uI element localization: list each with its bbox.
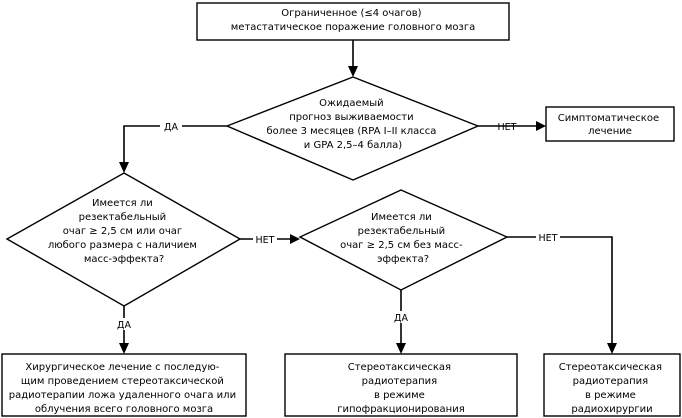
arrow-prognosis-to-symptomatic [478, 121, 546, 131]
surgery-node-text: Хирургическое лечение с последую- щим пр… [9, 362, 240, 415]
label-bg-yes-small-focus [390, 311, 412, 323]
label-bg-no-small-focus [536, 231, 560, 243]
arrow-start-to-prognosis [348, 40, 358, 77]
arrow-prognosis-to-resectable [119, 125, 227, 173]
label-yes-prognosis: ДА [164, 122, 178, 133]
label-no-prognosis: НЕТ [498, 122, 517, 133]
small-focus-decision-text: Имеется ли резектабельный очаг ≥ 2,5 см … [340, 212, 466, 265]
surgery-node: Хирургическое лечение с последую- щим пр… [1, 353, 247, 417]
prognosis-decision-text: Ожидаемый прогноз выживаемости более 3 м… [266, 98, 439, 151]
start-node-text: Ограниченное (≤4 очагов) метастатическое… [231, 8, 475, 33]
hypofractionation-srt-text: Стереотаксическая радиотерапия в режиме … [337, 362, 464, 415]
resectable-focus-decision-text: Имеется ли резектабельный очаг ≥ 2,5 см … [48, 198, 200, 265]
label-no-small-focus: НЕТ [539, 233, 558, 244]
resectable-focus-decision: Имеется ли резектабельный очаг ≥ 2,5 см … [5, 172, 242, 307]
connectors: НЕТ ДА НЕТ ДА ДА [113, 40, 617, 354]
radiosurgery-srt-node: Стереотаксическая радиотерапия в режиме … [543, 353, 681, 417]
hypofractionation-srt-node: Стереотаксическая радиотерапия в режиме … [284, 353, 518, 417]
symptomatic-treatment-node: Симптоматическое лечение [545, 106, 675, 142]
radiosurgery-srt-text: Стереотаксическая радиотерапия в режиме … [559, 362, 666, 415]
small-focus-decision: Имеется ли резектабельный очаг ≥ 2,5 см … [298, 189, 509, 291]
label-yes-small-focus: ДА [394, 313, 408, 324]
label-bg-no-resectable [253, 233, 277, 245]
label-yes-resectable: ДА [117, 320, 131, 331]
arrow-small-focus-to-radiosurgery [507, 236, 617, 354]
symptomatic-treatment-text: Симптоматическое лечение [558, 113, 663, 137]
label-no-resectable: НЕТ [256, 235, 275, 246]
label-bg-yes-prognosis [160, 120, 182, 132]
start-node: Ограниченное (≤4 очагов) метастатическое… [196, 2, 510, 41]
label-bg-yes-resectable [113, 318, 135, 330]
prognosis-decision: Ожидаемый прогноз выживаемости более 3 м… [225, 76, 480, 181]
